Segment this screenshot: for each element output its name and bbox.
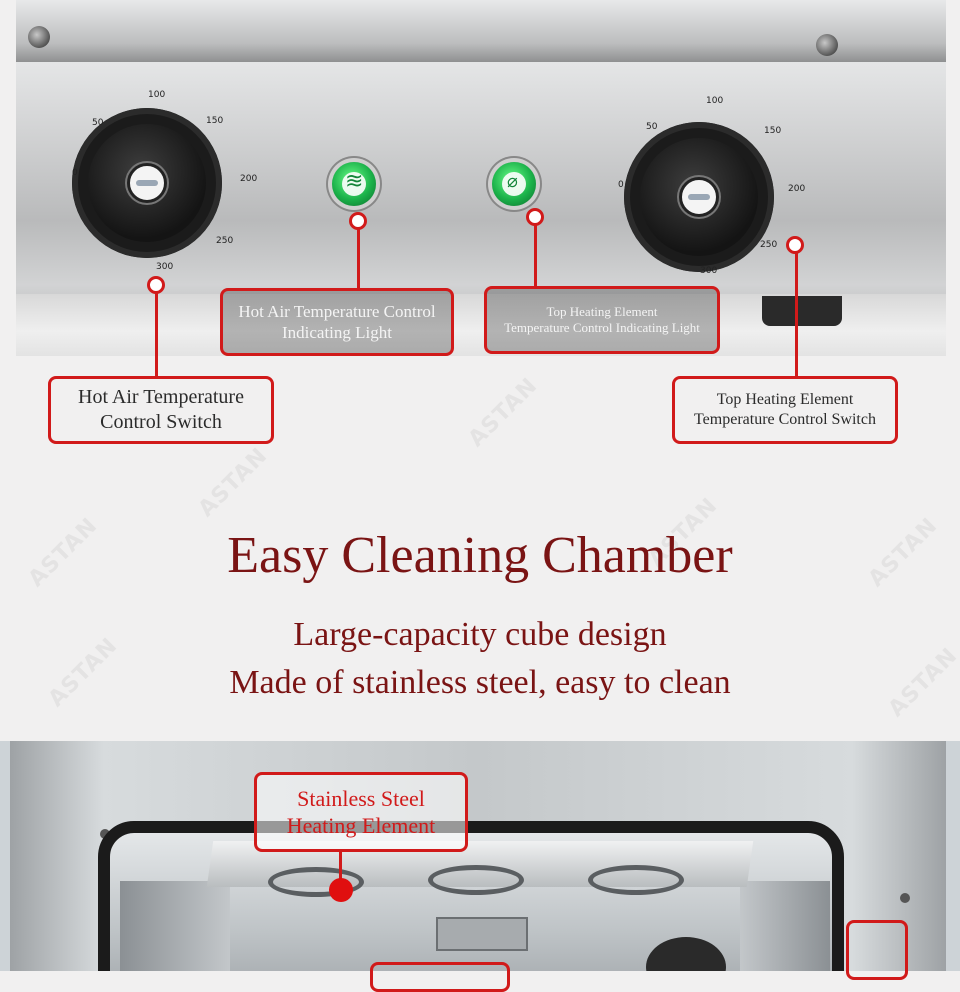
callout-text: Hot Air Temperature Control bbox=[238, 301, 436, 321]
top-heating-temperature-knob[interactable] bbox=[624, 122, 774, 272]
oven-side-wall bbox=[740, 881, 830, 971]
heating-element-icon bbox=[502, 171, 526, 196]
section-title: Easy Cleaning Chamber bbox=[227, 527, 733, 584]
callout-text: Top Heating Element bbox=[546, 303, 658, 319]
knob-scale-label: 100 bbox=[148, 90, 166, 100]
thermostat-key-icon bbox=[127, 163, 167, 203]
hot-air-light-callout: Hot Air Temperature Control Indicating L… bbox=[220, 288, 454, 356]
watermark: ASTAN bbox=[463, 373, 543, 452]
section-subtitle: Made of stainless steel, easy to clean bbox=[229, 664, 731, 701]
partial-callout-box bbox=[846, 920, 908, 980]
knob-scale-label: 150 bbox=[764, 126, 782, 136]
oven-foot bbox=[762, 296, 842, 326]
callout-leader-line bbox=[795, 252, 798, 378]
steam-waves-icon bbox=[342, 169, 366, 196]
callout-leader-line bbox=[155, 292, 158, 378]
heating-ring bbox=[268, 867, 364, 897]
knob-scale-label: 200 bbox=[788, 184, 806, 194]
callout-text: Temperature Control Switch bbox=[694, 411, 876, 428]
rivet-icon bbox=[900, 893, 910, 903]
callout-text: Temperature Control Indicating Light bbox=[504, 320, 700, 335]
top-heating-switch-callout: Top Heating Element Temperature Control … bbox=[672, 376, 898, 444]
knob-scale-label: 300 bbox=[700, 266, 718, 276]
section-subtitle: Large-capacity cube design bbox=[293, 616, 667, 653]
callout-text: Indicating Light bbox=[281, 323, 392, 342]
element-bracket bbox=[436, 917, 528, 951]
callout-leader-line bbox=[339, 850, 342, 884]
hot-air-switch-callout: Hot Air Temperature Control Switch bbox=[48, 376, 274, 444]
oven-side-wall bbox=[120, 881, 230, 971]
callout-marker bbox=[786, 236, 804, 254]
callout-marker bbox=[526, 208, 544, 226]
knob-scale-label: 200 bbox=[240, 174, 258, 184]
heating-element-callout: Stainless Steel Heating Element bbox=[254, 772, 468, 852]
callout-text: Hot Air Temperature bbox=[78, 386, 244, 408]
heating-ring bbox=[428, 865, 524, 895]
thermostat-key-icon bbox=[679, 177, 719, 217]
callout-text: Stainless Steel bbox=[297, 785, 425, 811]
oven-chamber-photo bbox=[0, 741, 960, 971]
callout-leader-line bbox=[357, 226, 360, 290]
heating-ring bbox=[588, 865, 684, 895]
hot-air-temperature-knob[interactable] bbox=[72, 108, 222, 258]
screw-icon bbox=[28, 26, 50, 48]
knob-scale-label: 250 bbox=[760, 240, 778, 250]
callout-text: Control Switch bbox=[100, 411, 222, 433]
screw-icon bbox=[816, 34, 838, 56]
knob-scale-label: 0 bbox=[72, 168, 78, 178]
top-heating-light-callout: Top Heating Element Temperature Control … bbox=[484, 286, 720, 354]
knob-scale-label: 300 bbox=[156, 262, 174, 272]
hot-air-indicator-light bbox=[332, 162, 376, 206]
knob-scale-label: 150 bbox=[206, 116, 224, 126]
partial-callout-box bbox=[370, 962, 510, 992]
callout-marker bbox=[329, 878, 353, 902]
callout-leader-line bbox=[534, 222, 537, 288]
control-panel-photo: 0 50 100 150 200 250 300 0 50 100 150 20… bbox=[16, 0, 946, 356]
callout-text: Top Heating Element bbox=[716, 391, 854, 408]
callout-marker bbox=[349, 212, 367, 230]
knob-scale-label: 250 bbox=[216, 236, 234, 246]
top-heating-indicator-light bbox=[492, 162, 536, 206]
knob-scale-label: 100 bbox=[706, 96, 724, 106]
callout-text: Heating Element bbox=[286, 813, 436, 838]
callout-marker bbox=[147, 276, 165, 294]
knob-scale-label: 0 bbox=[618, 180, 624, 190]
knob-scale-label: 50 bbox=[92, 118, 104, 128]
watermark: ASTAN bbox=[193, 443, 273, 522]
knob-scale-label: 50 bbox=[646, 122, 658, 132]
panel-top-trim bbox=[16, 0, 946, 62]
